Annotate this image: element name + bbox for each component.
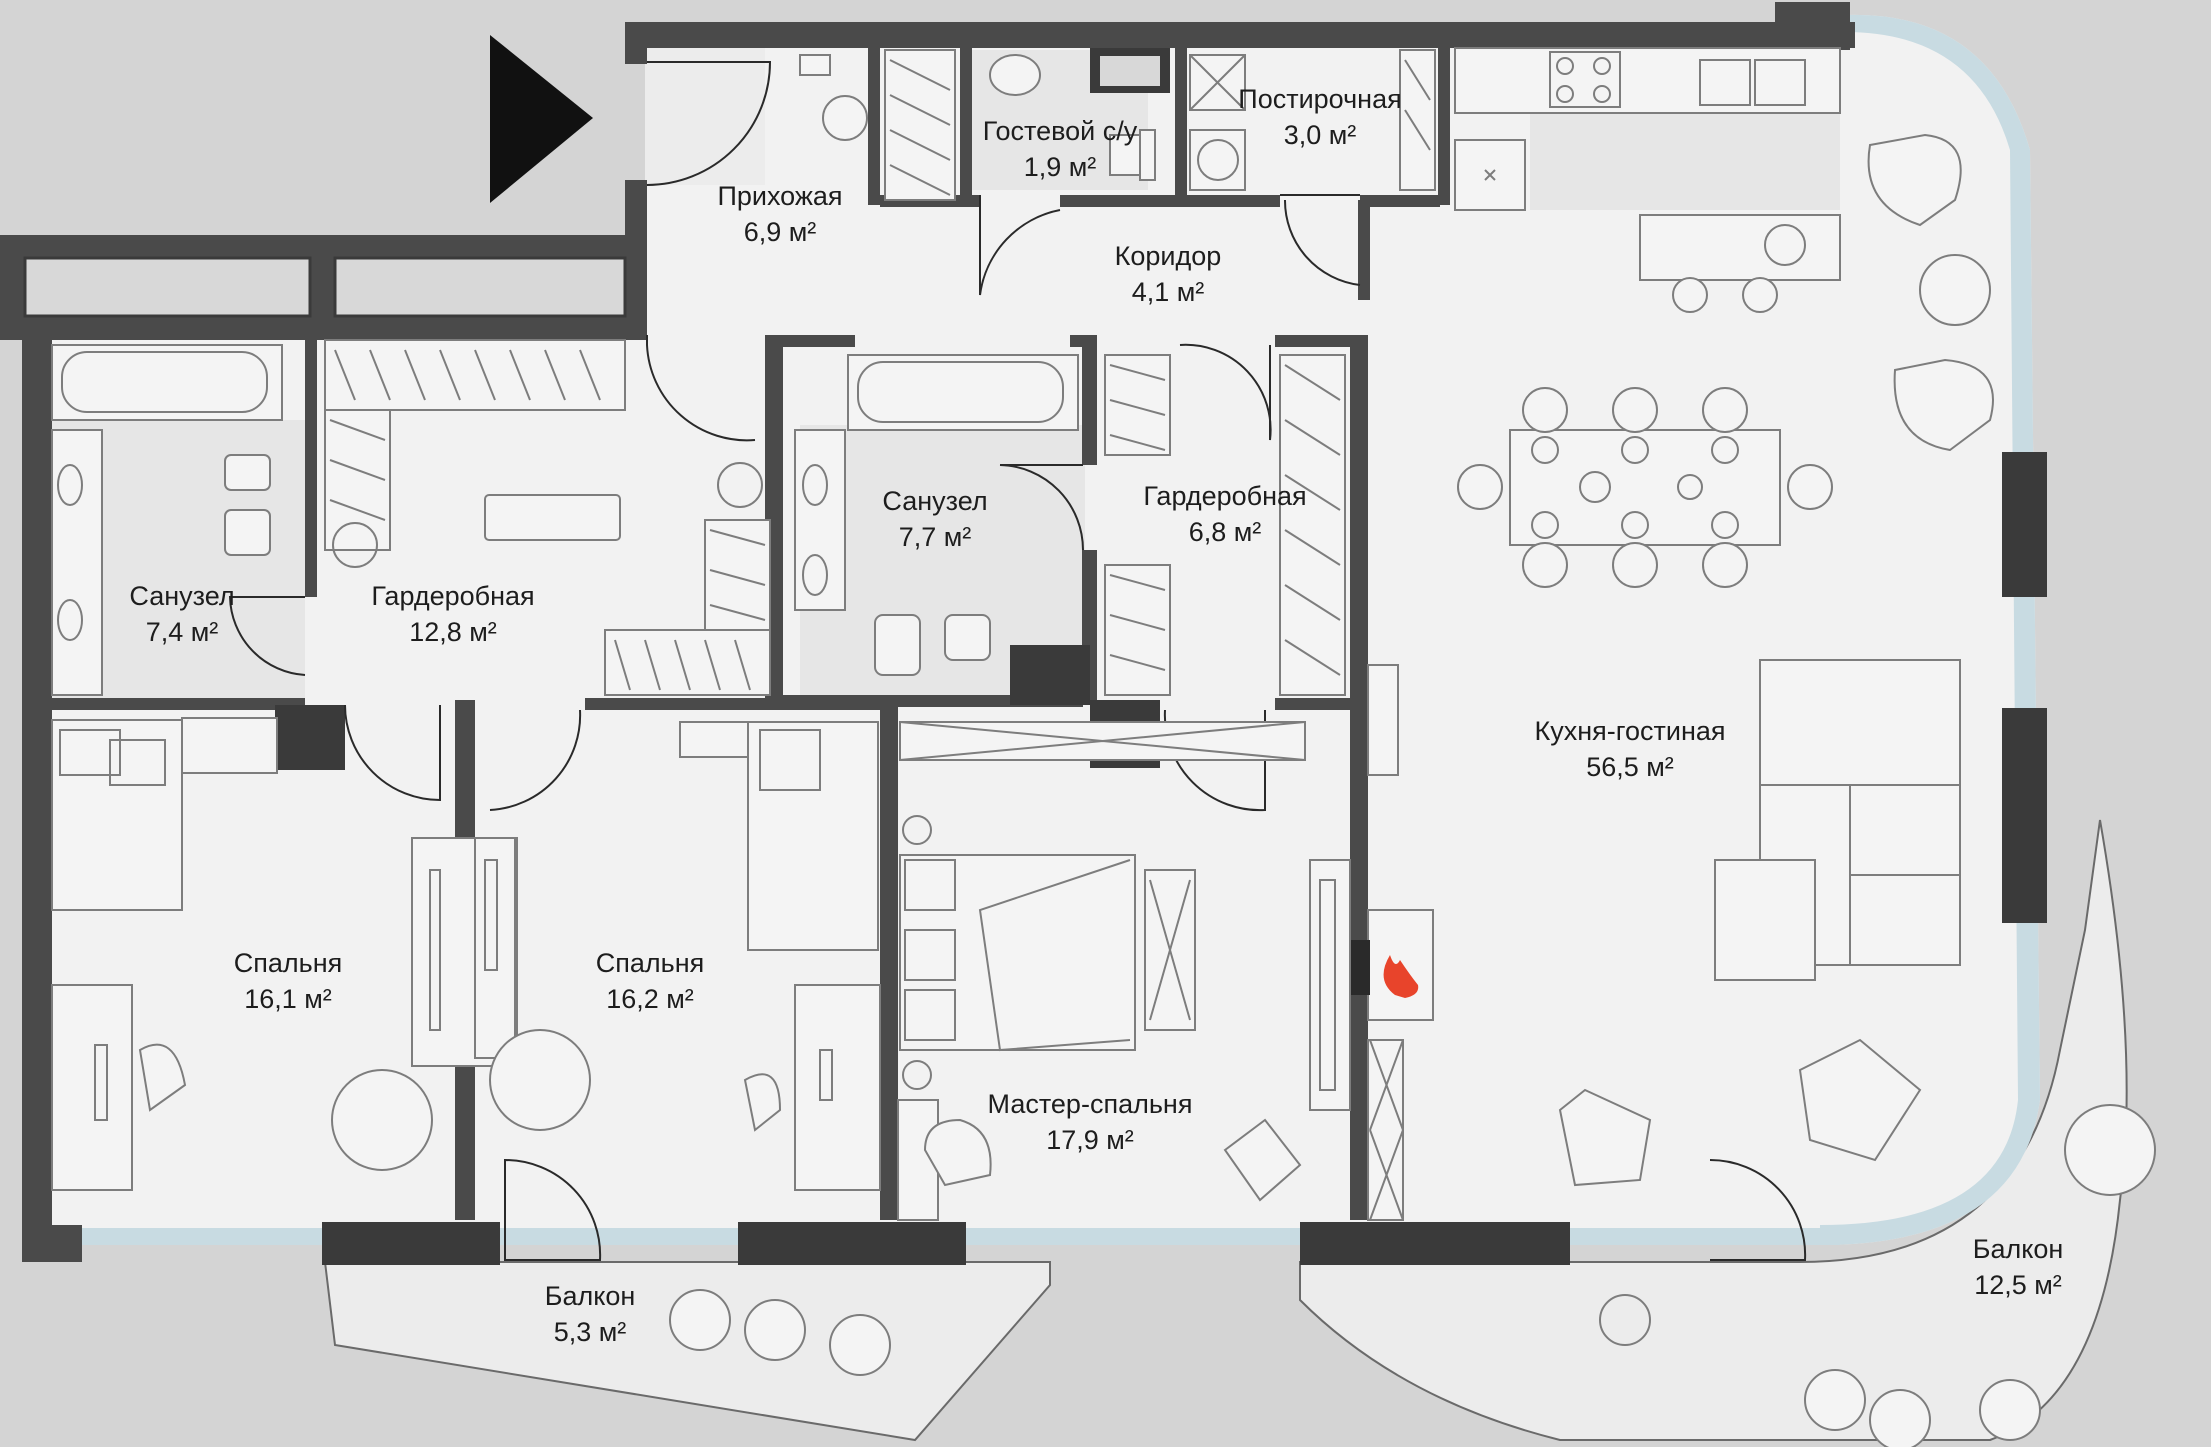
entrance-zone — [645, 45, 765, 185]
glazing-east — [1820, 14, 2040, 1245]
balcony-furniture — [669, 1104, 2156, 1447]
wall-corridor-right — [1358, 200, 1370, 300]
balcony-west-floor — [323, 1261, 1051, 1442]
wall-master-top — [1275, 698, 1355, 710]
room-area-wardrobe-2: 6,8 м² — [1189, 517, 1262, 547]
living-furniture — [1558, 659, 1961, 1187]
wall-entrance-left — [625, 22, 647, 64]
wall-wardrobe2-right — [1350, 335, 1368, 700]
room-area-wardrobe-1: 12,8 м² — [409, 617, 497, 647]
room-area-balcony-2: 12,5 м² — [1974, 1270, 2062, 1300]
wall-west — [22, 335, 52, 1260]
room-name-bedroom-2: Спальня — [596, 948, 705, 978]
wardrobe-1-furniture — [324, 339, 771, 696]
room-area-hall: 6,9 м² — [744, 217, 817, 247]
shaft-2 — [333, 256, 627, 318]
room-name-bath-1: Санузел — [129, 581, 234, 611]
room-area-balcony-1: 5,3 м² — [554, 1317, 627, 1347]
dining-furniture — [1457, 358, 1994, 588]
kitchen-tile — [1530, 110, 1840, 210]
bedroom-1-furniture — [51, 717, 518, 1191]
pier-1 — [22, 1225, 82, 1262]
room-name-wardrobe-1: Гардеробная — [371, 581, 534, 611]
room-area-bedroom-1: 16,1 м² — [244, 984, 332, 1014]
pier-east-2 — [2002, 708, 2047, 923]
wall-bedroom-top — [50, 698, 305, 710]
room-area-bath-1: 7,4 м² — [146, 617, 219, 647]
shaft-top-1-inner — [1100, 56, 1160, 86]
wardrobe-2-furniture — [1104, 354, 1346, 696]
bedroom-2-furniture — [474, 721, 881, 1191]
room-name-hall: Прихожая — [717, 181, 842, 211]
room-name-laundry: Постирочная — [1238, 84, 1401, 114]
room-area-guest-wc: 1,9 м² — [1024, 152, 1097, 182]
column-1 — [275, 705, 345, 770]
bath-2-furniture — [794, 354, 1079, 676]
bath-1-furniture — [51, 344, 283, 696]
pier-4 — [1300, 1222, 1570, 1265]
hall-furniture — [799, 49, 956, 201]
fire-icon — [1383, 955, 1419, 998]
entrance-arrow-icon — [490, 35, 593, 203]
wall-bedroom2-master — [880, 700, 898, 1220]
room-name-bedroom-1: Спальня — [234, 948, 343, 978]
wall-bath2-right — [1082, 335, 1097, 465]
wall-hall-right — [868, 45, 880, 205]
doors — [228, 61, 1807, 1261]
kitchen-furniture — [1454, 47, 1991, 326]
room-area-bedroom-2: 16,2 м² — [606, 984, 694, 1014]
wall-bath2-bottom — [783, 695, 1083, 707]
wall-bath2-top-r — [1070, 335, 1085, 347]
room-area-bath-2: 7,7 м² — [899, 522, 972, 552]
room-labels: Прихожая 6,9 м² Гостевой с/у 1,9 м² Постироч… — [129, 84, 2063, 1347]
wall-wc-laundry — [1175, 45, 1187, 195]
wall-wardrobe2-top — [1275, 335, 1365, 347]
room-name-wardrobe-2: Гардеробная — [1143, 481, 1306, 511]
pier-2 — [322, 1222, 500, 1265]
room-name-balcony-2: Балкон — [1973, 1234, 2064, 1264]
room-name-kitchen-living: Кухня-гостиная — [1534, 716, 1725, 746]
room-name-master-bedroom: Мастер-спальня — [988, 1089, 1193, 1119]
room-area-master-bedroom: 17,9 м² — [1046, 1125, 1134, 1155]
wall-top-right — [1775, 2, 1850, 50]
wall-laundry-right — [1438, 45, 1450, 205]
room-area-corridor: 4,1 м² — [1132, 277, 1205, 307]
master-furniture — [897, 721, 1351, 1221]
room-name-guest-wc: Гостевой с/у — [983, 116, 1138, 146]
room-area-kitchen-living: 56,5 м² — [1586, 752, 1674, 782]
room-area-laundry: 3,0 м² — [1284, 120, 1357, 150]
column-2 — [1010, 645, 1090, 705]
shaft-1 — [23, 256, 312, 318]
wall-wc-left — [960, 45, 972, 195]
wall-bath2-top — [765, 335, 855, 347]
wall-wardrobe1-bottom — [585, 698, 785, 710]
pier-east-1 — [2002, 452, 2047, 597]
wall-corridor-top-2 — [1060, 195, 1280, 207]
wall-corridor-top-3 — [1360, 195, 1440, 207]
room-name-bath-2: Санузел — [882, 486, 987, 516]
room-name-corridor: Коридор — [1115, 241, 1222, 271]
fireplace — [1348, 664, 1434, 1221]
room-name-balcony-1: Балкон — [545, 1281, 636, 1311]
pier-3 — [738, 1222, 966, 1265]
wall-bath1-right — [305, 335, 317, 597]
guest-wc-furniture — [989, 54, 1156, 181]
laundry-furniture — [1189, 49, 1436, 191]
wall-top — [625, 22, 1855, 48]
